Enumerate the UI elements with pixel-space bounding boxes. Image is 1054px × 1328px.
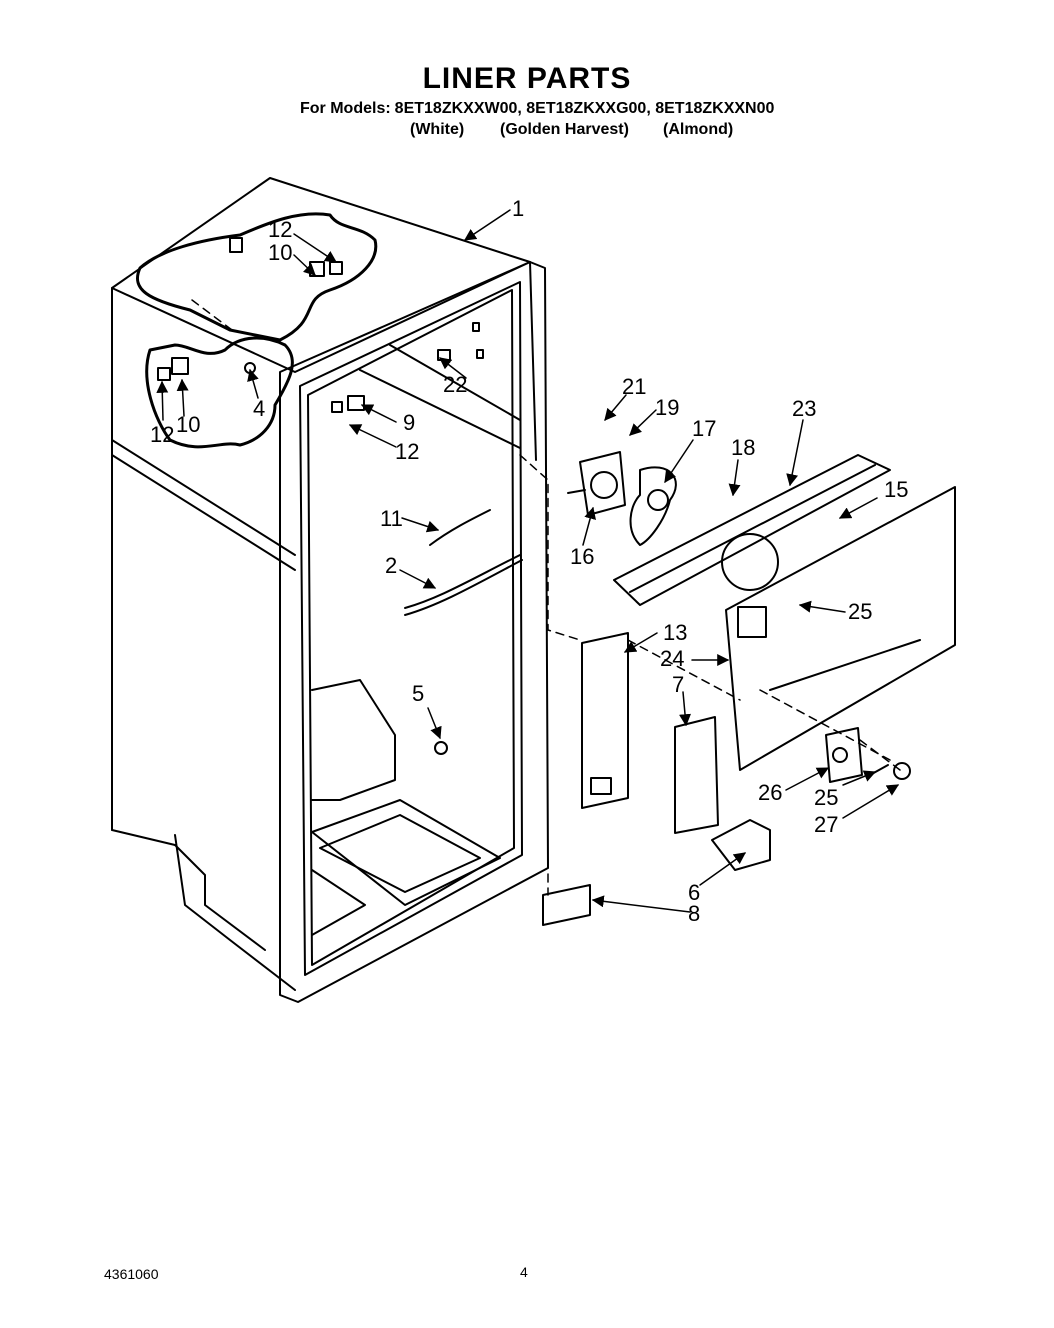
color-golden-harvest: (Golden Harvest) <box>500 121 629 138</box>
callout-10b: 10 <box>176 412 200 437</box>
fan-shroud <box>613 454 891 606</box>
page-number: 4 <box>520 1264 528 1280</box>
callout-13: 13 <box>663 620 687 645</box>
callout-22: 22 <box>443 372 467 397</box>
callout-8: 8 <box>688 901 700 926</box>
callout-16: 16 <box>570 544 594 569</box>
callout-12a: 12 <box>268 217 292 242</box>
callout-1: 1 <box>512 196 524 221</box>
models-line: For Models:8ET18ZKXXW00, 8ET18ZKXXG00, 8… <box>300 100 774 118</box>
wire-harness <box>404 509 523 755</box>
leader-lines <box>156 209 900 913</box>
callout-25a: 25 <box>848 599 872 624</box>
callout-15: 15 <box>884 477 908 502</box>
cabinet-liner <box>111 177 549 1003</box>
evaporator-cover <box>725 486 956 771</box>
small-brackets <box>157 237 484 413</box>
callout-4: 4 <box>253 396 265 421</box>
callout-12c: 12 <box>395 439 419 464</box>
callout-2: 2 <box>385 553 397 578</box>
callout-7: 7 <box>672 672 684 697</box>
callout-numbers: 1 12 10 22 21 19 17 18 23 15 4 9 10 12 1… <box>150 196 908 926</box>
insulation-wiring <box>136 212 378 449</box>
models-label: For Models: <box>300 100 391 117</box>
callout-24: 24 <box>660 646 684 671</box>
color-almond: (Almond) <box>663 121 734 138</box>
document-number: 4361060 <box>104 1266 159 1282</box>
models-list: 8ET18ZKXXW00, 8ET18ZKXXG00, 8ET18ZKXXN00 <box>394 100 775 117</box>
fan-motor <box>567 451 677 546</box>
callout-26: 26 <box>758 780 782 805</box>
callout-19: 19 <box>655 395 679 420</box>
color-white: (White) <box>410 121 465 138</box>
callout-6: 6 <box>688 880 700 905</box>
page-title: LINER PARTS <box>422 62 632 95</box>
callout-17: 17 <box>692 416 716 441</box>
duct-and-panels <box>542 632 911 926</box>
callout-18: 18 <box>731 435 755 460</box>
callout-11: 11 <box>380 506 403 531</box>
callout-12b: 12 <box>150 422 174 447</box>
callout-10a: 10 <box>268 240 292 265</box>
callout-21: 21 <box>622 374 646 399</box>
callout-27: 27 <box>814 812 838 837</box>
callout-23: 23 <box>792 396 816 421</box>
callout-25b: 25 <box>814 785 838 810</box>
dashed-leaders <box>191 299 901 896</box>
callout-9: 9 <box>403 410 415 435</box>
callout-5: 5 <box>412 681 424 706</box>
